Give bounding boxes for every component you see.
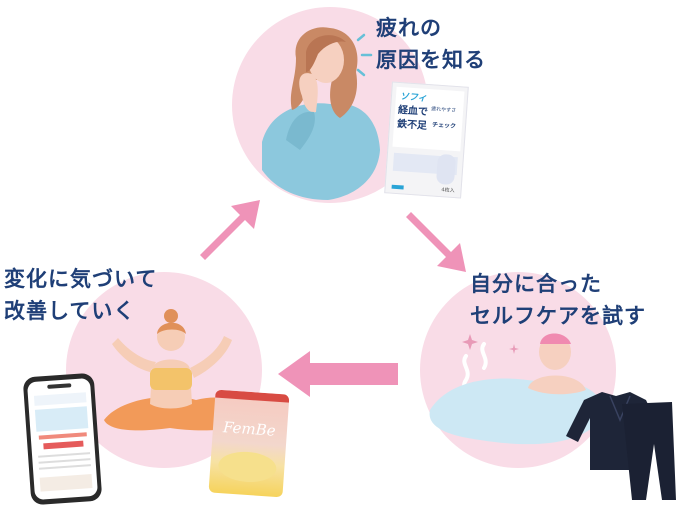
step-right-label: 自分に合った セルフケアを試す	[470, 268, 646, 332]
step-left-line-1: 変化に気づいて	[4, 267, 158, 291]
step-top-line-2: 原因を知る	[376, 48, 486, 72]
sparkle-icon	[462, 334, 519, 354]
smartphone-app-screen	[22, 372, 103, 506]
step-top-label: 疲れの 原因を知る	[376, 12, 486, 76]
step-right-line-1: 自分に合った	[470, 272, 602, 296]
arrow-up-right-icon	[200, 200, 260, 260]
step-left-label: 変化に気づいて 改善していく	[4, 263, 157, 327]
step-top-line-1: 疲れの	[376, 16, 442, 40]
arrow-left-icon	[278, 351, 398, 397]
step-right-line-2: セルフケアを試す	[470, 304, 646, 328]
step-left-line-2: 改善していく	[4, 299, 136, 323]
femBe-supplement-product: FemBe	[208, 389, 290, 498]
supplement-brand: FemBe	[222, 418, 277, 440]
thought-lines-icon	[356, 33, 373, 77]
arrow-down-right-icon	[406, 212, 466, 272]
